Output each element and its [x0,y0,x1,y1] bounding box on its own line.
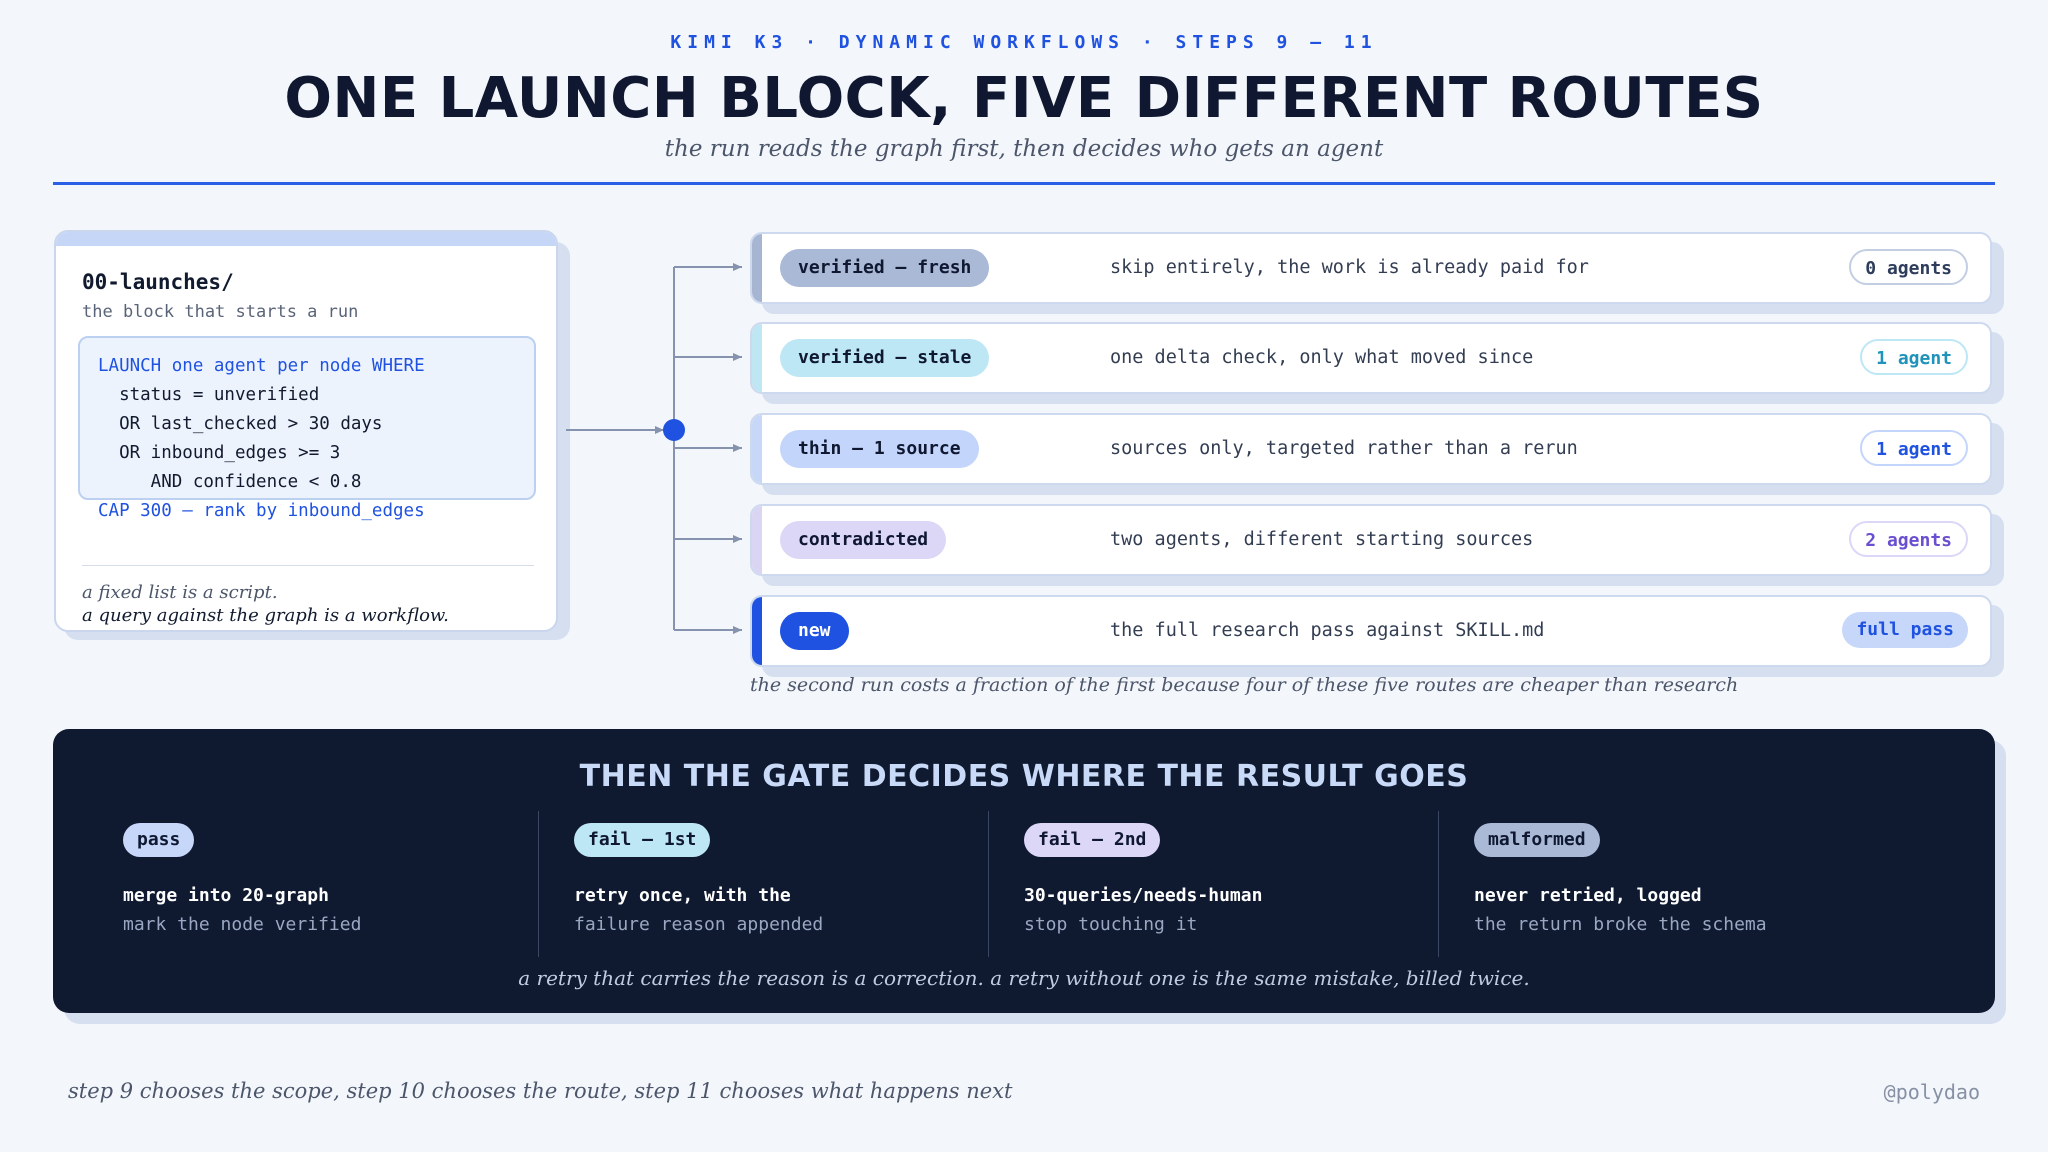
gate-outcome-pill: fail – 2nd [1024,823,1161,857]
route-label-pill: verified – fresh [780,249,990,287]
route-label-pill: verified – stale [780,339,990,377]
route-label-pill: new [780,612,849,650]
route-agent-badge: 0 agents [1849,249,1968,285]
code-line: OR last_checked > 30 days [98,414,383,434]
gate-outcome-detail: the return broke the schema [1474,914,1767,935]
launch-card: 00-launches/ the block that starts a run… [54,230,558,632]
route-junction-dot [663,419,685,441]
route-contradicted: contradicted two agents, different start… [750,504,1992,576]
footer-note: step 9 chooses the scope, step 10 choose… [68,1079,1013,1103]
gate-outcome-fail-first: fail – 1st retry once, with the failure … [574,823,994,935]
route-accent-bar [752,234,762,302]
gate-outcome-pass: pass merge into 20-graph mark the node v… [123,823,543,935]
gate-outcome-detail: stop touching it [1024,914,1198,935]
page-subtitle: the run reads the graph first, then deci… [664,136,1384,162]
gate-column-divider [1438,811,1439,957]
route-agent-badge: 1 agent [1860,339,1968,375]
gate-outcome-action: merge into 20-graph [123,885,329,906]
route-new: new the full research pass against SKILL… [750,595,1992,667]
gate-outcome-fail-second: fail – 2nd 30-queries/needs-human stop t… [1024,823,1444,935]
code-line: status = unverified [98,385,320,405]
gate-outcome-pill: malformed [1474,823,1600,857]
gate-footnote: a retry that carries the reason is a cor… [518,966,1530,990]
route-verified-fresh: verified – fresh skip entirely, the work… [750,232,1992,304]
route-description: two agents, different starting sources [1110,529,1534,550]
code-line: AND confidence < 0.8 [98,472,362,492]
launch-card-subtitle: the block that starts a run [82,302,359,322]
gate-column-divider [538,811,539,957]
route-description: the full research pass against SKILL.md [1110,620,1545,641]
route-description: skip entirely, the work is already paid … [1110,257,1589,278]
gate-title: THEN THE GATE DECIDES WHERE THE RESULT G… [579,759,1469,794]
gate-outcome-malformed: malformed never retried, logged the retu… [1474,823,1894,935]
route-agent-badge: 1 agent [1860,430,1968,466]
gate-panel: THEN THE GATE DECIDES WHERE THE RESULT G… [53,729,1995,1013]
gate-outcome-action: 30-queries/needs-human [1024,885,1263,906]
route-agent-badge: full pass [1842,612,1968,648]
route-label-pill: contradicted [780,521,947,559]
header-rule [53,182,1995,185]
launch-card-title: 00-launches/ [82,270,234,294]
code-line: CAP 300 – rank by inbound_edges [98,501,425,521]
launch-card-topbar [56,232,556,246]
route-label-pill: thin – 1 source [780,430,979,468]
gate-outcome-detail: mark the node verified [123,914,362,935]
route-accent-bar [752,415,762,483]
launch-note-script: a fixed list is a script. [82,582,278,603]
code-line: OR inbound_edges >= 3 [98,443,341,463]
gate-outcome-pill: fail – 1st [574,823,711,857]
gate-outcome-action: retry once, with the [574,885,791,906]
launch-query-code: LAUNCH one agent per node WHERE status =… [78,336,536,521]
gate-column-divider [988,811,989,957]
route-description: one delta check, only what moved since [1110,347,1534,368]
gate-outcome-pill: pass [123,823,195,857]
author-handle: @polydao [1883,1080,1980,1104]
gate-outcome-detail: failure reason appended [574,914,824,935]
route-accent-bar [752,597,762,665]
launch-card-divider [82,565,534,566]
routes-footnote: the second run costs a fraction of the f… [750,674,1739,696]
page-title: ONE LAUNCH BLOCK, FIVE DIFFERENT ROUTES [284,66,1764,131]
route-description: sources only, targeted rather than a rer… [1110,438,1578,459]
route-accent-bar [752,506,762,574]
gate-outcome-action: never retried, logged [1474,885,1702,906]
route-agent-badge: 2 agents [1849,521,1968,557]
code-line: LAUNCH one agent per node WHERE [98,356,425,376]
eyebrow-label: KIMI K3 · DYNAMIC WORKFLOWS · STEPS 9 – … [670,32,1378,53]
route-accent-bar [752,324,762,392]
route-thin-source: thin – 1 source sources only, targeted r… [750,413,1992,485]
route-verified-stale: verified – stale one delta check, only w… [750,322,1992,394]
launch-note-workflow: a query against the graph is a workflow. [82,605,449,626]
